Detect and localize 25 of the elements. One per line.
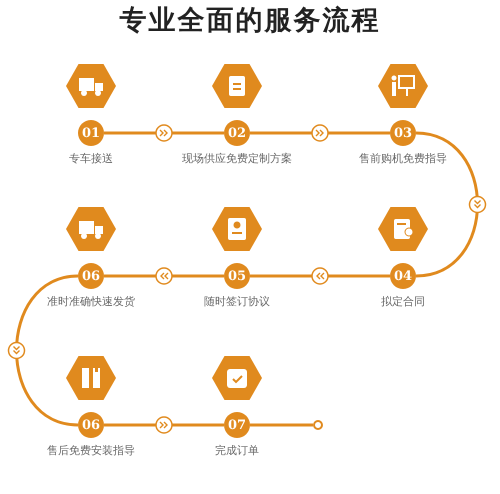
step-label: 准时准确快速发货 [47,294,135,309]
connector-arrow [104,416,224,434]
step-number: 07 [224,412,250,438]
connector-arrow [8,274,78,426]
step-number: 06 [78,412,104,438]
connector-arrow [416,132,486,278]
connector-arrow [250,267,390,285]
step-number: 04 [390,263,416,289]
step-number: 05 [224,263,250,289]
step-number: 06 [78,263,104,289]
step-label: 专车接送 [69,151,113,166]
step-label: 售后免费安装指导 [47,443,135,458]
step-label: 随时签订协议 [204,294,270,309]
connector-arrow [104,124,224,142]
step-label: 现场供应免费定制方案 [182,151,292,166]
connector-arrow [250,124,390,142]
step-label: 拟定合同 [381,294,425,309]
end-circle [313,420,323,430]
step-label: 完成订单 [215,443,259,458]
step-number: 01 [78,120,104,146]
step-number: 02 [224,120,250,146]
connector-arrow [104,267,224,285]
title: 专业全面的服务流程 [118,4,382,38]
step-number: 03 [390,120,416,146]
step-label: 售前购机免费指导 [359,151,447,166]
